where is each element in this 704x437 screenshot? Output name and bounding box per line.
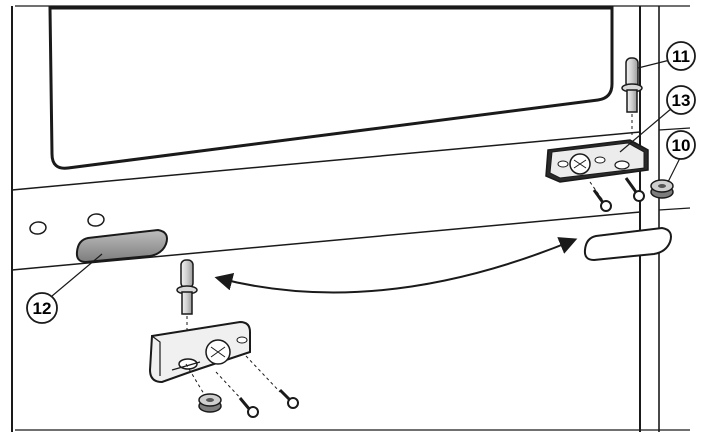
screw-top-1-icon xyxy=(589,181,612,212)
move-arrow-icon xyxy=(214,237,578,294)
door-inner-panel xyxy=(48,6,614,170)
hinge-bracket-bottom-icon xyxy=(148,320,251,384)
hinge-pin-bottom-icon xyxy=(176,259,198,340)
screw-top-2-icon xyxy=(624,177,645,202)
callout-11: 11 xyxy=(637,41,696,71)
hinge-bracket-top-icon xyxy=(545,139,649,183)
screw-hole-left xyxy=(29,221,47,235)
appliance-frame xyxy=(11,5,691,432)
washer-top-icon xyxy=(650,179,674,199)
hinge-pin-top-icon xyxy=(621,57,643,138)
cover-slot-right xyxy=(583,226,672,262)
callout-13-label: 13 xyxy=(672,91,691,110)
callout-10-label: 10 xyxy=(672,136,691,155)
washer-bottom-icon xyxy=(185,363,222,413)
callout-12: 12 xyxy=(26,253,103,324)
callout-10: 10 xyxy=(666,130,696,183)
callout-13: 13 xyxy=(619,85,696,153)
cover-cap-icon xyxy=(75,228,168,264)
callout-11-label: 11 xyxy=(672,47,690,66)
callout-12-label: 12 xyxy=(33,299,52,318)
screw-hole-right xyxy=(87,213,105,227)
screw-bottom-2-icon xyxy=(245,355,299,409)
screw-bottom-1-icon xyxy=(215,371,259,418)
